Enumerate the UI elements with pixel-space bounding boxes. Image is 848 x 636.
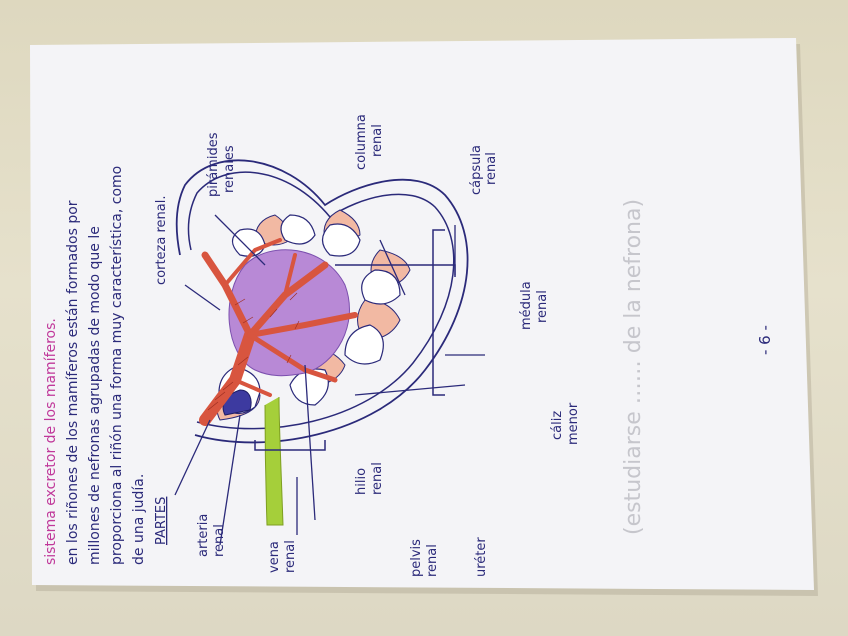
label-pelvis-2: renal [425, 544, 440, 577]
label-columna-1: columna [354, 114, 369, 170]
page-number: - 6 - [756, 325, 774, 355]
label-arteria-2: renal [212, 524, 227, 557]
paper-sheet [30, 38, 818, 596]
paragraph-line: proporciona al riñón una forma muy carac… [109, 166, 125, 565]
label-hilio-1: hilio [354, 468, 369, 495]
label-vena-2: renal [283, 540, 298, 573]
label-arteria-1: arteria [196, 514, 211, 557]
label-caliz-1: cáliz [550, 411, 565, 440]
label-medula-2: renal [535, 290, 550, 323]
label-vena-1: vena [267, 541, 282, 573]
label-ureter: uréter [474, 537, 489, 577]
paragraph-line: millones de nefronas agrupadas de modo q… [87, 226, 103, 565]
label-medula-1: médula [519, 281, 534, 330]
label-corteza-renal: corteza renal. [154, 196, 169, 285]
label-hilio-2: renal [370, 462, 385, 495]
paragraph-line: en los riñones de los mamíferos están fo… [65, 200, 81, 565]
label-piramides-1: pirámides [206, 132, 221, 197]
label-capsula-1: cápsula [469, 145, 484, 195]
page-title: sistema excretor de los mamíferos. [43, 318, 59, 565]
label-capsula-2: renal [484, 152, 499, 185]
faint-pencil-note: (estudiarse …… de la nefrona) [621, 199, 646, 535]
label-caliz-2: menor [566, 402, 581, 445]
paragraph-line: de una judía. [131, 474, 147, 565]
label-pelvis-1: pelvis [409, 539, 424, 577]
section-heading: PARTES [154, 497, 169, 545]
label-piramides-2: renales [222, 145, 237, 193]
label-columna-2: renal [370, 124, 385, 157]
